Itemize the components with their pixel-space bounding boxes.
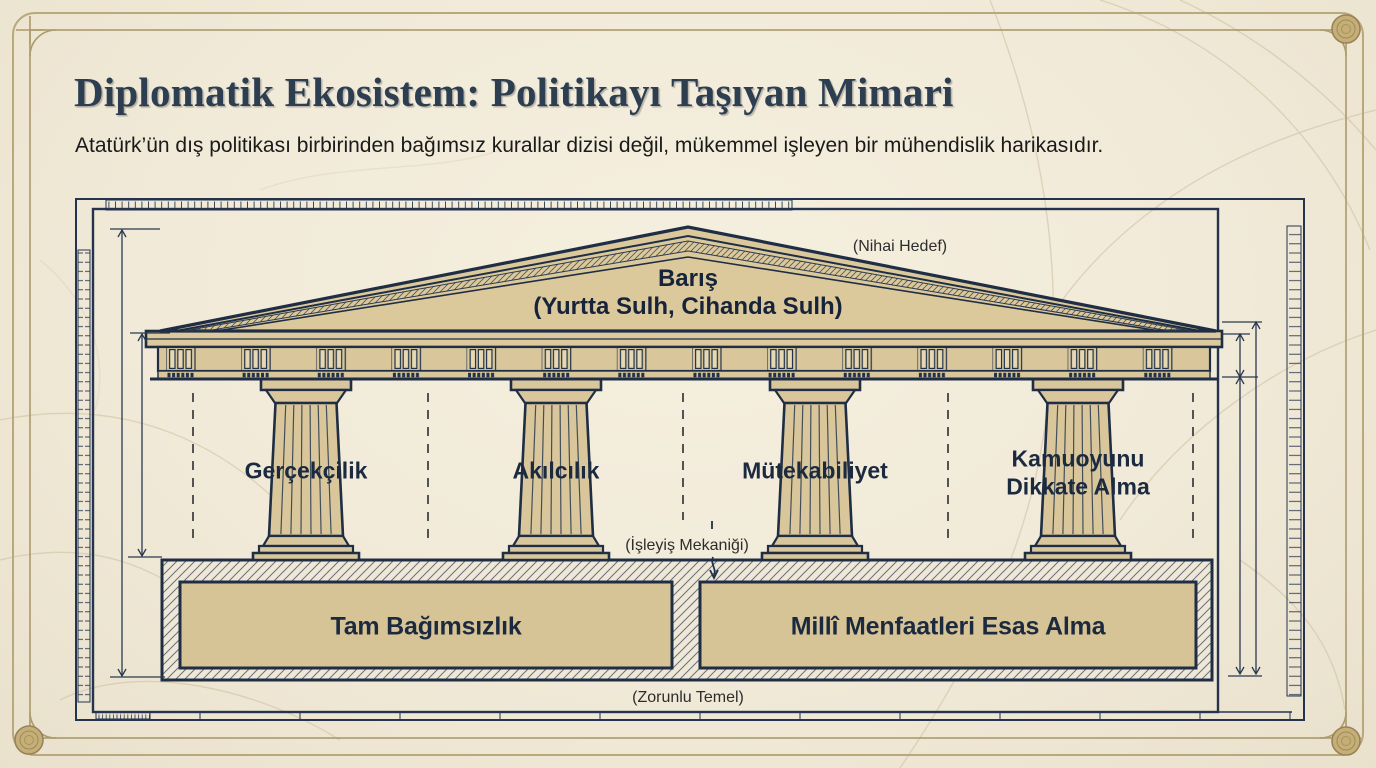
blueprint-frame [75,198,1305,721]
dimension-lines-left [110,228,170,678]
corner-seal-bottom-left [14,725,44,755]
page-title: Diplomatik Ekosistem: Politikayı Taşıyan… [74,69,954,115]
ornamental-frame [12,12,1364,756]
temple-entablature [144,329,1224,381]
pediment-label-line1: Barış [657,265,719,292]
pillar-label-kamuoyunu-line2: Dikkate Alma [1006,473,1150,500]
foundation-block-left [178,580,674,670]
ruler-bottom [95,711,1292,720]
pediment-goal-annotation: (Nihai Hedef) [852,238,948,255]
foundation-label-tam-bagimsizlik: Tam Bağımsızlık [330,612,522,641]
foundation-block-right [698,580,1198,670]
ruler-top [105,199,793,211]
pillar-label-kamuoyunu-line1: Kamuoyunu [1011,445,1145,472]
pillar-label-mutekabiliyet: Mütekabiliyet [742,457,888,484]
mechanism-arrow [709,521,719,581]
foundation-label-milli-menfaatler: Millî Menfaatleri Esas Alma [790,612,1106,641]
ruler-left [77,249,91,703]
temple-pediment [159,225,1217,333]
mechanism-annotation: (İşleyiş Mekaniği) [625,537,749,554]
page-subtitle: Atatürk’ün dış politikası birbirinden ba… [75,134,1104,157]
foundation-annotation: (Zorunlu Temel) [632,689,744,706]
dashed-guides [192,393,1194,546]
ruler-right [1286,225,1302,697]
temple-foundation [160,558,1214,682]
pillar-label-gercekcilik: Gerçekçilik [244,457,368,484]
corner-seal-top-right [1331,14,1361,44]
pillar-label-akilcilik: Akılcılık [512,457,600,484]
dimension-lines-right [1222,320,1262,677]
corner-seal-bottom-right [1331,726,1361,756]
pediment-label-line2: (Yurtta Sulh, Cihanda Sulh) [533,293,843,320]
